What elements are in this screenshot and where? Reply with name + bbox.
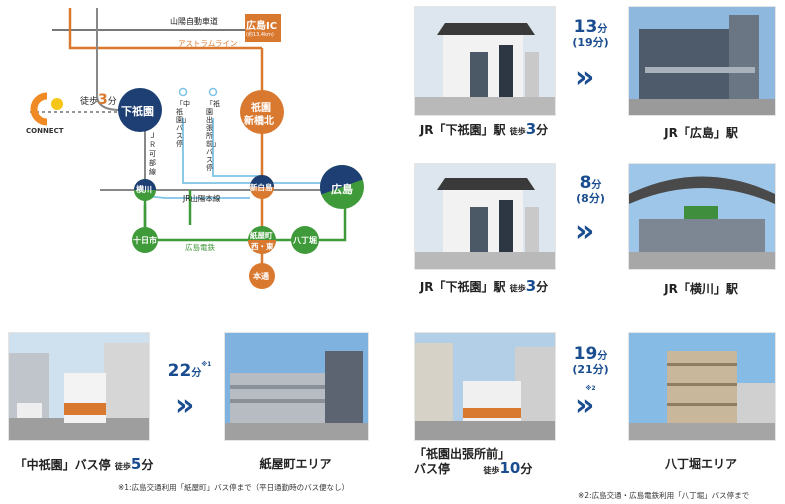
station-shinhakushima [250,175,274,199]
photo-hiroshima-station [628,6,776,116]
hondori-label: 本通 [253,272,269,281]
route2-from-caption: JR「下祇園」駅 徒歩3分 [419,277,549,295]
sanyo-line-label: JR山陽本線 [183,194,221,203]
connect-logo [30,92,63,126]
dentetsu-label: 広島電鉄 [185,243,215,252]
route4-arrow-icon: » [575,388,595,423]
footnote-2: ※2:広島交通・広島電鉄利用「八丁堀」バス停まで [578,491,750,500]
route3-to-caption: 紙屋町エリア [259,457,332,471]
yokogawa-label: 横川 [136,185,152,194]
photo-gion-demise-bus-stop [414,332,556,441]
route1-time: 13分 (19分) [572,17,609,49]
station-hatchobori [291,226,319,254]
astram-line [68,8,262,50]
astram-label: アストラムライン [178,39,238,48]
station-gion-shinbashi [240,90,284,134]
photo-yokogawa-station [628,163,776,270]
station-kamiyacho [248,226,276,254]
hiroshima-ic-sub: (約13.4km) [246,32,274,38]
hiroshima-label: 広島 [331,183,353,196]
station-yokogawa [134,179,156,201]
station-hiroshima [320,165,364,209]
gion-label-1: 祇園 [251,103,271,114]
photo-kamiyacho-area [224,332,369,441]
hiroshima-ic-label: 広島IC [246,21,278,32]
photo-shimogion-station-1 [414,6,556,116]
route-map [30,8,364,289]
photo-hatchobori-area [628,332,776,441]
route1-from-caption: JR「下祇園」駅 徒歩3分 [419,120,549,138]
route1-to-caption: JR「広島」駅 [664,126,738,140]
kamiyacho-label-2: 西・東 [251,242,274,251]
kabe-line-label: ＪＲ可部線 [149,132,156,176]
bus-stop-gion-demise-label: 「祇園出張所前」バス停 [206,100,220,172]
route4-time: 19分 (21分) ※2 [572,344,609,392]
gion-label-2: 新橋北 [244,116,274,127]
route3-time: 22分※1 [167,361,212,381]
route2-arrow-icon: » [575,214,595,249]
walk-label: 徒歩3分 [80,92,117,108]
station-tokaichi [132,227,158,253]
tokaichi-label: 十日市 [133,236,157,245]
hiroshima-ic-box [245,14,281,42]
shinhakushima-label: 新白島 [250,183,273,192]
photo-shimogion-station-2 [414,163,556,270]
kamiyacho-label-1: 紙屋町 [250,231,273,240]
bus-stop-nakagion-label: 「中祇園」バス停 [176,100,190,148]
route4-to-caption: 八丁堀エリア [664,457,737,471]
footnote-1: ※1:広島交通利用「紙屋町」バス停まで（平日通勤時のバス便なし） [118,483,350,492]
route2-time: 8分 (8分) [576,173,605,205]
route3-from-caption: 「中祇園」バス停 徒歩5分 [14,455,154,473]
route3-arrow-icon: » [175,388,195,423]
hatchobori-label: 八丁堀 [293,236,317,245]
route2-to-caption: JR「横川」駅 [664,282,738,296]
photo-nakagion-bus-stop [8,332,150,441]
station-shimogion [118,88,162,132]
shimogion-label: 下祇園 [121,105,154,118]
route1-arrow-icon: » [575,60,595,95]
expressway-label: 山陽自動車道 [170,17,218,26]
connect-logo-text: CONNECT [26,127,64,135]
station-hondori [249,263,275,289]
route4-from-caption: 「祇園出張所前」 バス停 徒歩10分 [414,447,533,477]
